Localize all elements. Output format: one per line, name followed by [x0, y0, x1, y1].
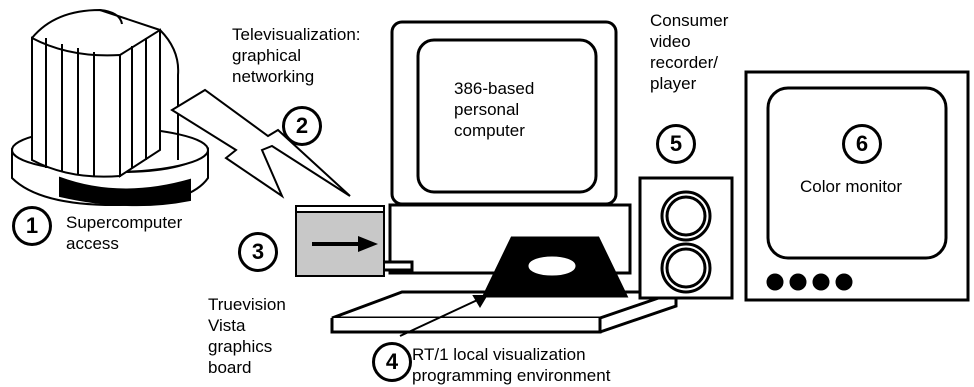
- label-rt1: RT/1 local visualization programming env…: [412, 345, 611, 385]
- number-badge-5: 5: [656, 124, 696, 164]
- label-televisualization: Televisualization: graphical networking: [232, 25, 361, 86]
- keyboard-drawing: [330, 236, 678, 334]
- label-supercomputer: Supercomputer access: [66, 213, 183, 253]
- number-badge-4: 4: [372, 342, 412, 382]
- vcr-drawing: [638, 176, 734, 300]
- color-monitor-drawing: [744, 70, 970, 302]
- label-color-monitor: Color monitor: [800, 177, 903, 196]
- number-badge-1: 1: [12, 206, 52, 246]
- number-badge-6: 6: [842, 124, 882, 164]
- label-truevision: Truevision Vista graphics board: [208, 295, 286, 377]
- graphics-board-drawing: [295, 211, 385, 277]
- number-badge-3: 3: [238, 232, 278, 272]
- label-vcr: Consumer video recorder/ player: [650, 11, 729, 93]
- label-pc: 386-based personal computer: [454, 79, 535, 140]
- number-badge-2: 2: [282, 106, 322, 146]
- pointer-arrow: [399, 295, 488, 337]
- supercomputer-drawing: [11, 8, 209, 207]
- network-bolt-drawing: [170, 88, 351, 199]
